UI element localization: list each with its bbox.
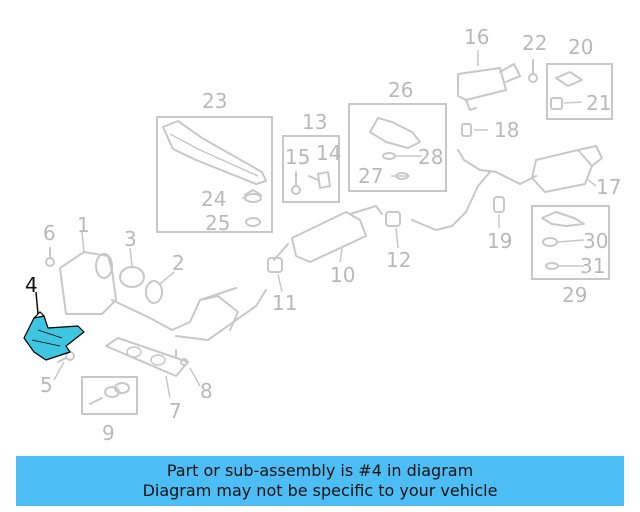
clamp-part-3 (119, 266, 145, 288)
washer-part-30 (542, 237, 558, 247)
callout-13: 13 (302, 110, 327, 134)
callout-19: 19 (487, 229, 512, 253)
callout-14: 14 (316, 141, 341, 165)
callout-25: 25 (205, 211, 230, 235)
nut-part-31 (545, 262, 559, 270)
bolt-part-15 (291, 171, 301, 195)
group-box-26 (348, 103, 447, 192)
callout-20: 20 (568, 35, 593, 59)
group-box-20 (546, 63, 613, 120)
leader-line-4 (35, 291, 39, 315)
group-box-13 (282, 135, 340, 203)
group-box-23 (156, 116, 273, 233)
rear-pipe-muffler-part-17 (457, 145, 603, 193)
callout-18: 18 (494, 118, 519, 142)
nut-part-24 (244, 189, 262, 203)
clamp-part-12 (385, 211, 401, 227)
center-pipe-part-10 (273, 171, 491, 263)
leader-lines (53, 50, 597, 399)
callout-4: 4 (25, 273, 38, 297)
callout-9: 9 (102, 421, 115, 445)
group-box-29 (531, 205, 610, 280)
callout-26: 26 (388, 78, 413, 102)
stud-part-8 (175, 349, 188, 366)
callout-6: 6 (43, 221, 56, 245)
callout-8: 8 (200, 379, 213, 403)
clamp-part-11 (267, 257, 283, 273)
catalytic-converter-part-1 (59, 251, 267, 341)
washer-part-28 (382, 152, 396, 160)
callout-11: 11 (272, 291, 297, 315)
callout-17: 17 (596, 175, 621, 199)
callout-3: 3 (124, 227, 137, 251)
callout-16: 16 (464, 25, 489, 49)
callout-12: 12 (386, 248, 411, 272)
bolt-part-6 (45, 247, 55, 267)
callout-27: 27 (358, 164, 383, 188)
bracket-part-14 (308, 171, 331, 189)
callout-30: 30 (583, 229, 608, 253)
bolt-gasket-part-9 (89, 382, 130, 405)
callout-29: 29 (562, 283, 587, 307)
callout-22: 22 (522, 31, 547, 55)
group-box-9 (81, 376, 138, 415)
callout-10: 10 (330, 263, 355, 287)
callout-21: 21 (586, 91, 611, 115)
washer-part-25 (245, 217, 261, 227)
info-banner: Part or sub-assembly is #4 in diagram Di… (16, 456, 624, 506)
banner-part-info: Part or sub-assembly is #4 in diagram (166, 461, 474, 480)
callout-7: 7 (169, 399, 182, 423)
callout-31: 31 (580, 254, 605, 278)
callout-24: 24 (201, 187, 226, 211)
callout-1: 1 (77, 213, 90, 237)
callout-23: 23 (202, 89, 227, 113)
callout-2: 2 (172, 251, 185, 275)
callout-5: 5 (40, 373, 53, 397)
bracket-part-29 (541, 211, 585, 227)
gasket-part-2 (145, 280, 163, 304)
bolt-part-22 (528, 59, 538, 83)
callout-15: 15 (285, 145, 310, 169)
exhaust-system-diagram: 1 2 3 4 5 6 7 8 9 10 11 12 13 14 15 16 1… (23, 25, 621, 445)
heat-shield-part-26 (369, 117, 421, 149)
callout-28: 28 (418, 145, 443, 169)
rear-muffler-part-16 (457, 63, 521, 111)
heat-shield-part-4-highlighted (23, 311, 85, 361)
clamp-part-18 (461, 123, 472, 137)
bracket-part-20 (555, 71, 583, 87)
heat-shield-part-23 (162, 120, 267, 185)
hanger-part-21 (550, 97, 563, 110)
hanger-part-19 (493, 196, 505, 213)
banner-disclaimer: Diagram may not be specific to your vehi… (142, 481, 498, 500)
